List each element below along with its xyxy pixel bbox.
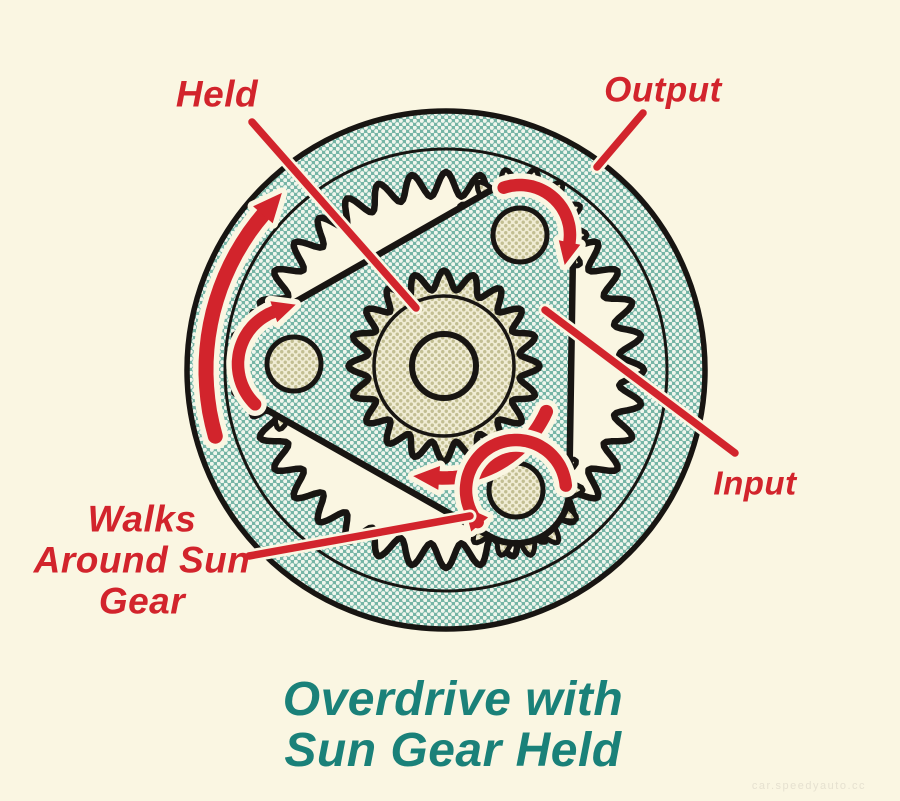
pointer-lines bbox=[242, 106, 742, 563]
sun-gear-teeth bbox=[345, 267, 543, 465]
watermark: car.speedyauto.cc bbox=[751, 780, 866, 792]
walks-label: Walks Around Sun Gear bbox=[34, 499, 251, 622]
output-label: Output bbox=[604, 70, 722, 110]
top-planet-arrow bbox=[491, 173, 586, 271]
input-pointer-line bbox=[538, 303, 742, 460]
walks-label-line3: Gear bbox=[98, 580, 186, 622]
carrier-pin-hole bbox=[490, 205, 550, 265]
ring-rotation-arrow bbox=[192, 187, 288, 450]
output-pointer-line bbox=[590, 106, 650, 174]
sun-gear-hub bbox=[409, 331, 479, 401]
diagram-title-line2: Sun Gear Held bbox=[284, 724, 622, 777]
walks-label-line2: Around Sun bbox=[33, 539, 251, 581]
carrier-pin-hole bbox=[264, 334, 324, 394]
ring-gear-inner-line bbox=[223, 147, 669, 593]
left-planet-arrow bbox=[226, 295, 302, 417]
walks-label-line1: Walks bbox=[87, 498, 197, 540]
rotation-arrows bbox=[192, 173, 586, 537]
diagram-title-line1: Overdrive with bbox=[282, 673, 624, 726]
held-pointer-line bbox=[245, 115, 423, 315]
held-label: Held bbox=[175, 73, 259, 115]
sun-gear-inner-circle bbox=[372, 294, 516, 438]
walks-pointer-line bbox=[242, 509, 477, 563]
diagram-title: Overdrive with Sun Gear Held bbox=[283, 674, 623, 776]
sun-gear bbox=[345, 267, 543, 465]
input-label: Input bbox=[713, 464, 797, 502]
